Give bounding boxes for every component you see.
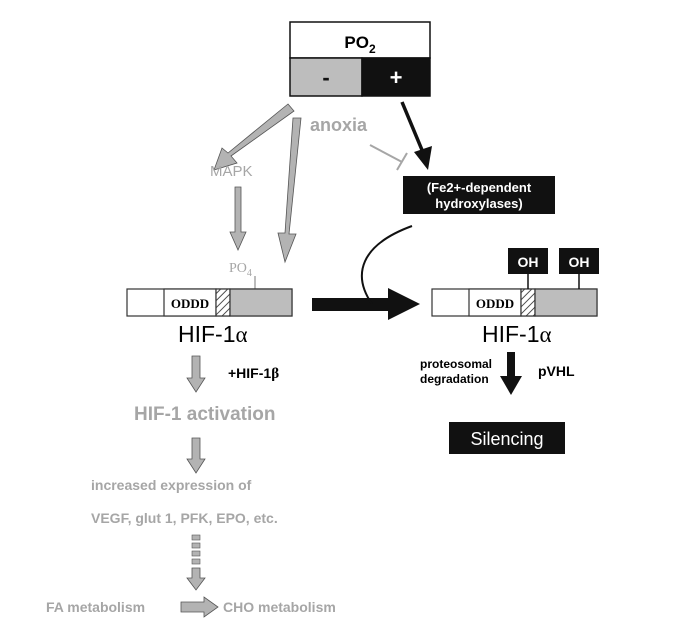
arrow-activation-to-expression	[186, 437, 206, 474]
degradation-line1: proteosomal	[420, 357, 492, 371]
svg-text:OH: OH	[569, 254, 590, 270]
expression-line1: increased expression of	[91, 477, 252, 493]
po2-minus: -	[322, 65, 329, 90]
dashed-arrow-squares	[191, 534, 201, 565]
arrow-expression-to-metabolism	[186, 567, 206, 591]
hif1b-label: +HIF-1β	[228, 365, 279, 382]
metabolism-fa: FA metabolism	[46, 599, 145, 615]
left-hif1a-protein: ODDD	[126, 288, 293, 317]
anoxia-label: anoxia	[310, 115, 368, 135]
hydroxylase-curve	[360, 225, 413, 305]
inhibition-anoxia	[369, 144, 408, 171]
arrow-po2-to-mapk	[213, 103, 295, 171]
degradation-line2: degradation	[420, 372, 489, 386]
svg-text:OH: OH	[518, 254, 539, 270]
mapk-label: MAPK	[210, 163, 253, 180]
right-hif1a-label: HIF-1α	[482, 321, 552, 347]
po2-plus: +	[390, 65, 403, 90]
activation-label: HIF-1 activation	[134, 404, 275, 425]
po4-label: PO4	[229, 261, 252, 279]
expression-line2: VEGF, glut 1, PFK, EPO, etc.	[91, 510, 278, 526]
oh-left-box: OH	[508, 248, 548, 289]
right-oddd-label: ODDD	[476, 296, 514, 311]
arrow-hif-to-activation	[186, 355, 206, 393]
arrow-fa-to-cho	[180, 596, 219, 618]
arrow-plus-to-hydroxylases	[400, 101, 432, 170]
silencing-label: Silencing	[470, 429, 543, 449]
po2-label: PO2	[344, 33, 376, 56]
hydroxylases-line2: hydroxylases)	[435, 196, 522, 211]
left-oddd-label: ODDD	[171, 296, 209, 311]
right-hif1a-protein: ODDD	[431, 288, 598, 317]
left-hif1a-label: HIF-1α	[178, 321, 248, 347]
metabolism-cho: CHO metabolism	[223, 599, 336, 615]
hydroxylases-box: (Fe2+-dependent hydroxylases)	[403, 176, 555, 214]
po2-box: PO2 - +	[289, 21, 431, 97]
oh-right-box: OH	[559, 248, 599, 289]
hydroxylases-line1: (Fe2+-dependent	[427, 180, 532, 195]
arrow-degradation	[500, 352, 522, 395]
arrow-mapk-down	[229, 186, 247, 251]
pvhl-label: pVHL	[538, 363, 575, 379]
silencing-box: Silencing	[449, 422, 565, 454]
arrow-po2-to-po4	[277, 117, 302, 264]
